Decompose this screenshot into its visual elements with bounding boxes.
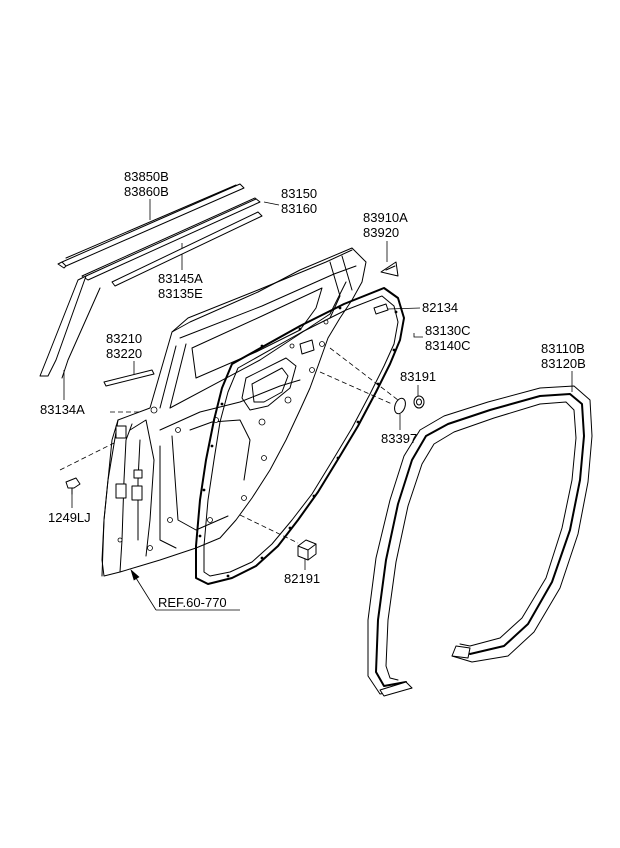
belt-moulding-83850B — [57, 183, 245, 269]
bumper-82191 — [297, 539, 317, 561]
plug-83397 — [394, 397, 406, 415]
label-1249LJ: 1249LJ — [48, 510, 91, 525]
label-83130C: 83130C — [425, 323, 471, 338]
label-83910A: 83910A — [363, 210, 408, 225]
label-82191: 82191 — [284, 571, 320, 586]
label-83920: 83920 — [363, 225, 399, 240]
plug-83191 — [413, 395, 425, 409]
label-83140C: 83140C — [425, 338, 471, 353]
moulding-strip-83145A — [111, 211, 263, 287]
label-83110B: 83110B — [541, 341, 585, 356]
label-83210: 83210 — [106, 331, 142, 346]
label-83220: 83220 — [106, 346, 142, 361]
label-83145A: 83145A — [158, 271, 203, 286]
ref-label: REF.60-770 — [158, 595, 227, 610]
label-83191: 83191 — [400, 369, 436, 384]
label-83850B: 83850B — [124, 169, 169, 184]
label-82134: 82134 — [422, 300, 458, 315]
label-83860B: 83860B — [124, 184, 169, 199]
label-83397: 83397 — [381, 431, 417, 446]
label-83134A: 83134A — [40, 402, 85, 417]
label-83120B: 83120B — [541, 356, 586, 371]
top-moulding-83150 — [81, 197, 261, 281]
label-83150: 83150 — [281, 186, 317, 201]
leader-lines — [63, 199, 573, 611]
delta-cover-83910A — [380, 261, 399, 277]
door-panel — [101, 247, 367, 577]
trim-83210 — [103, 369, 155, 387]
body-weatherstrip-83110B — [367, 385, 593, 697]
door-weatherstrip-83130C — [195, 287, 405, 585]
label-83135E: 83135E — [158, 286, 203, 301]
clip-1249LJ — [65, 477, 81, 495]
part-labels: 83850B 83860B 83150 83160 83910A 83920 8… — [40, 169, 586, 610]
plug-82134 — [373, 303, 389, 315]
label-83160: 83160 — [281, 201, 317, 216]
pillar-strip-83134A — [39, 275, 101, 379]
